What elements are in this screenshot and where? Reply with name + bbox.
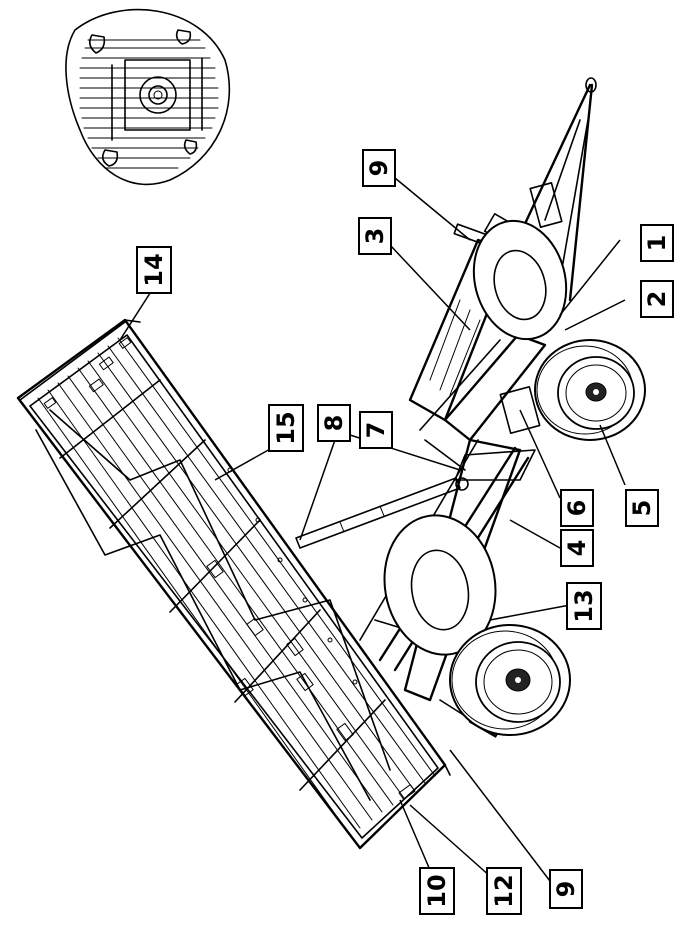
callout-7: 7: [359, 411, 393, 449]
callout-10: 10: [419, 867, 455, 915]
callout-4-label: 4: [563, 540, 591, 557]
detail-inset: [65, 8, 231, 186]
drawbar: [513, 77, 597, 302]
callout-13-label: 13: [570, 589, 598, 622]
callout-15: 15: [268, 404, 304, 452]
callout-9-bottom: 9: [549, 869, 583, 909]
callout-2-label: 2: [643, 291, 671, 308]
callout-9-bottom-label: 9: [552, 881, 580, 898]
callout-9-top: 9: [362, 149, 396, 187]
callout-14: 14: [136, 246, 172, 294]
callout-15-label: 15: [272, 411, 300, 444]
callout-8-label: 8: [320, 415, 348, 432]
front-left-wheel: [383, 514, 497, 656]
callout-4: 4: [560, 529, 594, 567]
callout-5-label: 5: [628, 500, 656, 517]
callout-12-label: 12: [490, 874, 518, 907]
callout-8: 8: [317, 404, 351, 442]
callout-3-label: 3: [361, 228, 389, 245]
callout-2: 2: [640, 280, 674, 318]
callout-5: 5: [625, 489, 659, 527]
rear-left-wheel: [472, 219, 568, 341]
callout-6: 6: [560, 489, 594, 527]
callout-9-top-label: 9: [365, 160, 393, 177]
callout-12: 12: [486, 867, 522, 915]
callout-6-label: 6: [563, 500, 591, 517]
wheel-front-right: [449, 624, 571, 736]
callout-10-label: 10: [423, 874, 451, 907]
wheel-rear-right: [534, 339, 646, 441]
callout-7-label: 7: [362, 422, 390, 439]
callout-1: 1: [640, 224, 674, 262]
callout-3: 3: [358, 217, 392, 255]
callout-14-label: 14: [140, 253, 168, 286]
hydraulic-ram: [295, 477, 469, 549]
tipping-body: [16, 318, 451, 850]
callout-1-label: 1: [643, 235, 671, 252]
callout-13: 13: [566, 582, 602, 630]
